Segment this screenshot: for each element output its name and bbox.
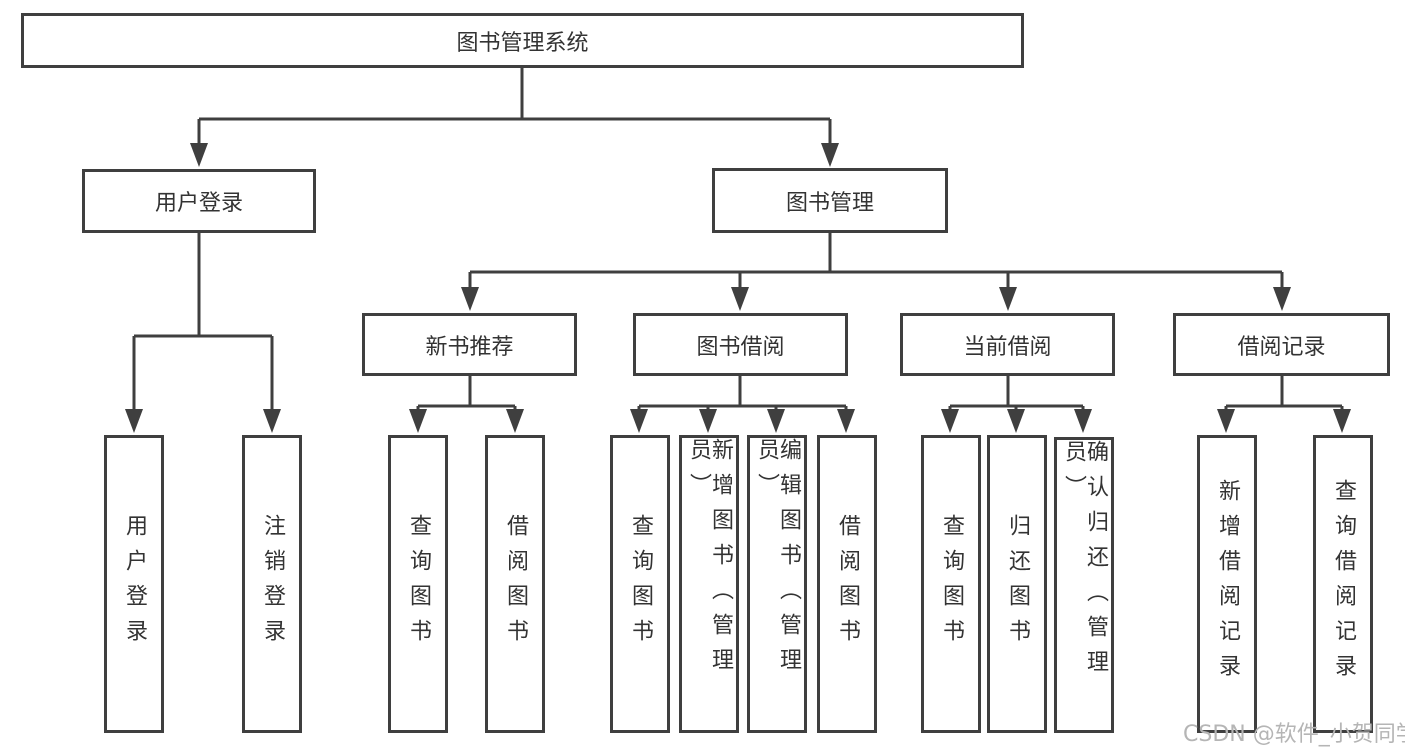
node-book-borrow: 图书借阅 [633, 313, 848, 376]
leaf-newbook-borrow-books: 借阅图书 [485, 435, 545, 733]
leaf-records-query-borrow-record: 查询借阅记录 [1313, 435, 1373, 733]
leaf-borrow-query-books: 查询图书 [610, 435, 670, 733]
leaf-records-add-borrow-record: 新增借阅记录 [1197, 435, 1257, 733]
leaf-current-return-books: 归还图书 [987, 435, 1047, 733]
leaf-borrow-edit-book-admin: 编辑图书（管理员） [747, 435, 807, 733]
leaf-user-login: 用户登录 [104, 435, 164, 733]
node-book-management: 图书管理 [712, 168, 948, 233]
leaf-logout-login: 注销登录 [242, 435, 302, 733]
node-borrow-records: 借阅记录 [1173, 313, 1390, 376]
csdn-watermark: CSDN @软件_小贺同学 [1183, 722, 1405, 747]
node-user-login: 用户登录 [82, 169, 316, 233]
leaf-newbook-query-books: 查询图书 [388, 435, 448, 733]
node-current-borrow: 当前借阅 [900, 313, 1115, 376]
leaf-current-confirm-return-admin: 确认归还（管理员） [1054, 437, 1114, 733]
node-new-book-recommend: 新书推荐 [362, 313, 577, 376]
leaf-current-query-books: 查询图书 [921, 435, 981, 733]
leaf-borrow-add-book-admin: 新增图书（管理员） [679, 435, 739, 733]
node-library-management-system: 图书管理系统 [21, 13, 1024, 68]
leaf-borrow-borrow-books: 借阅图书 [817, 435, 877, 733]
